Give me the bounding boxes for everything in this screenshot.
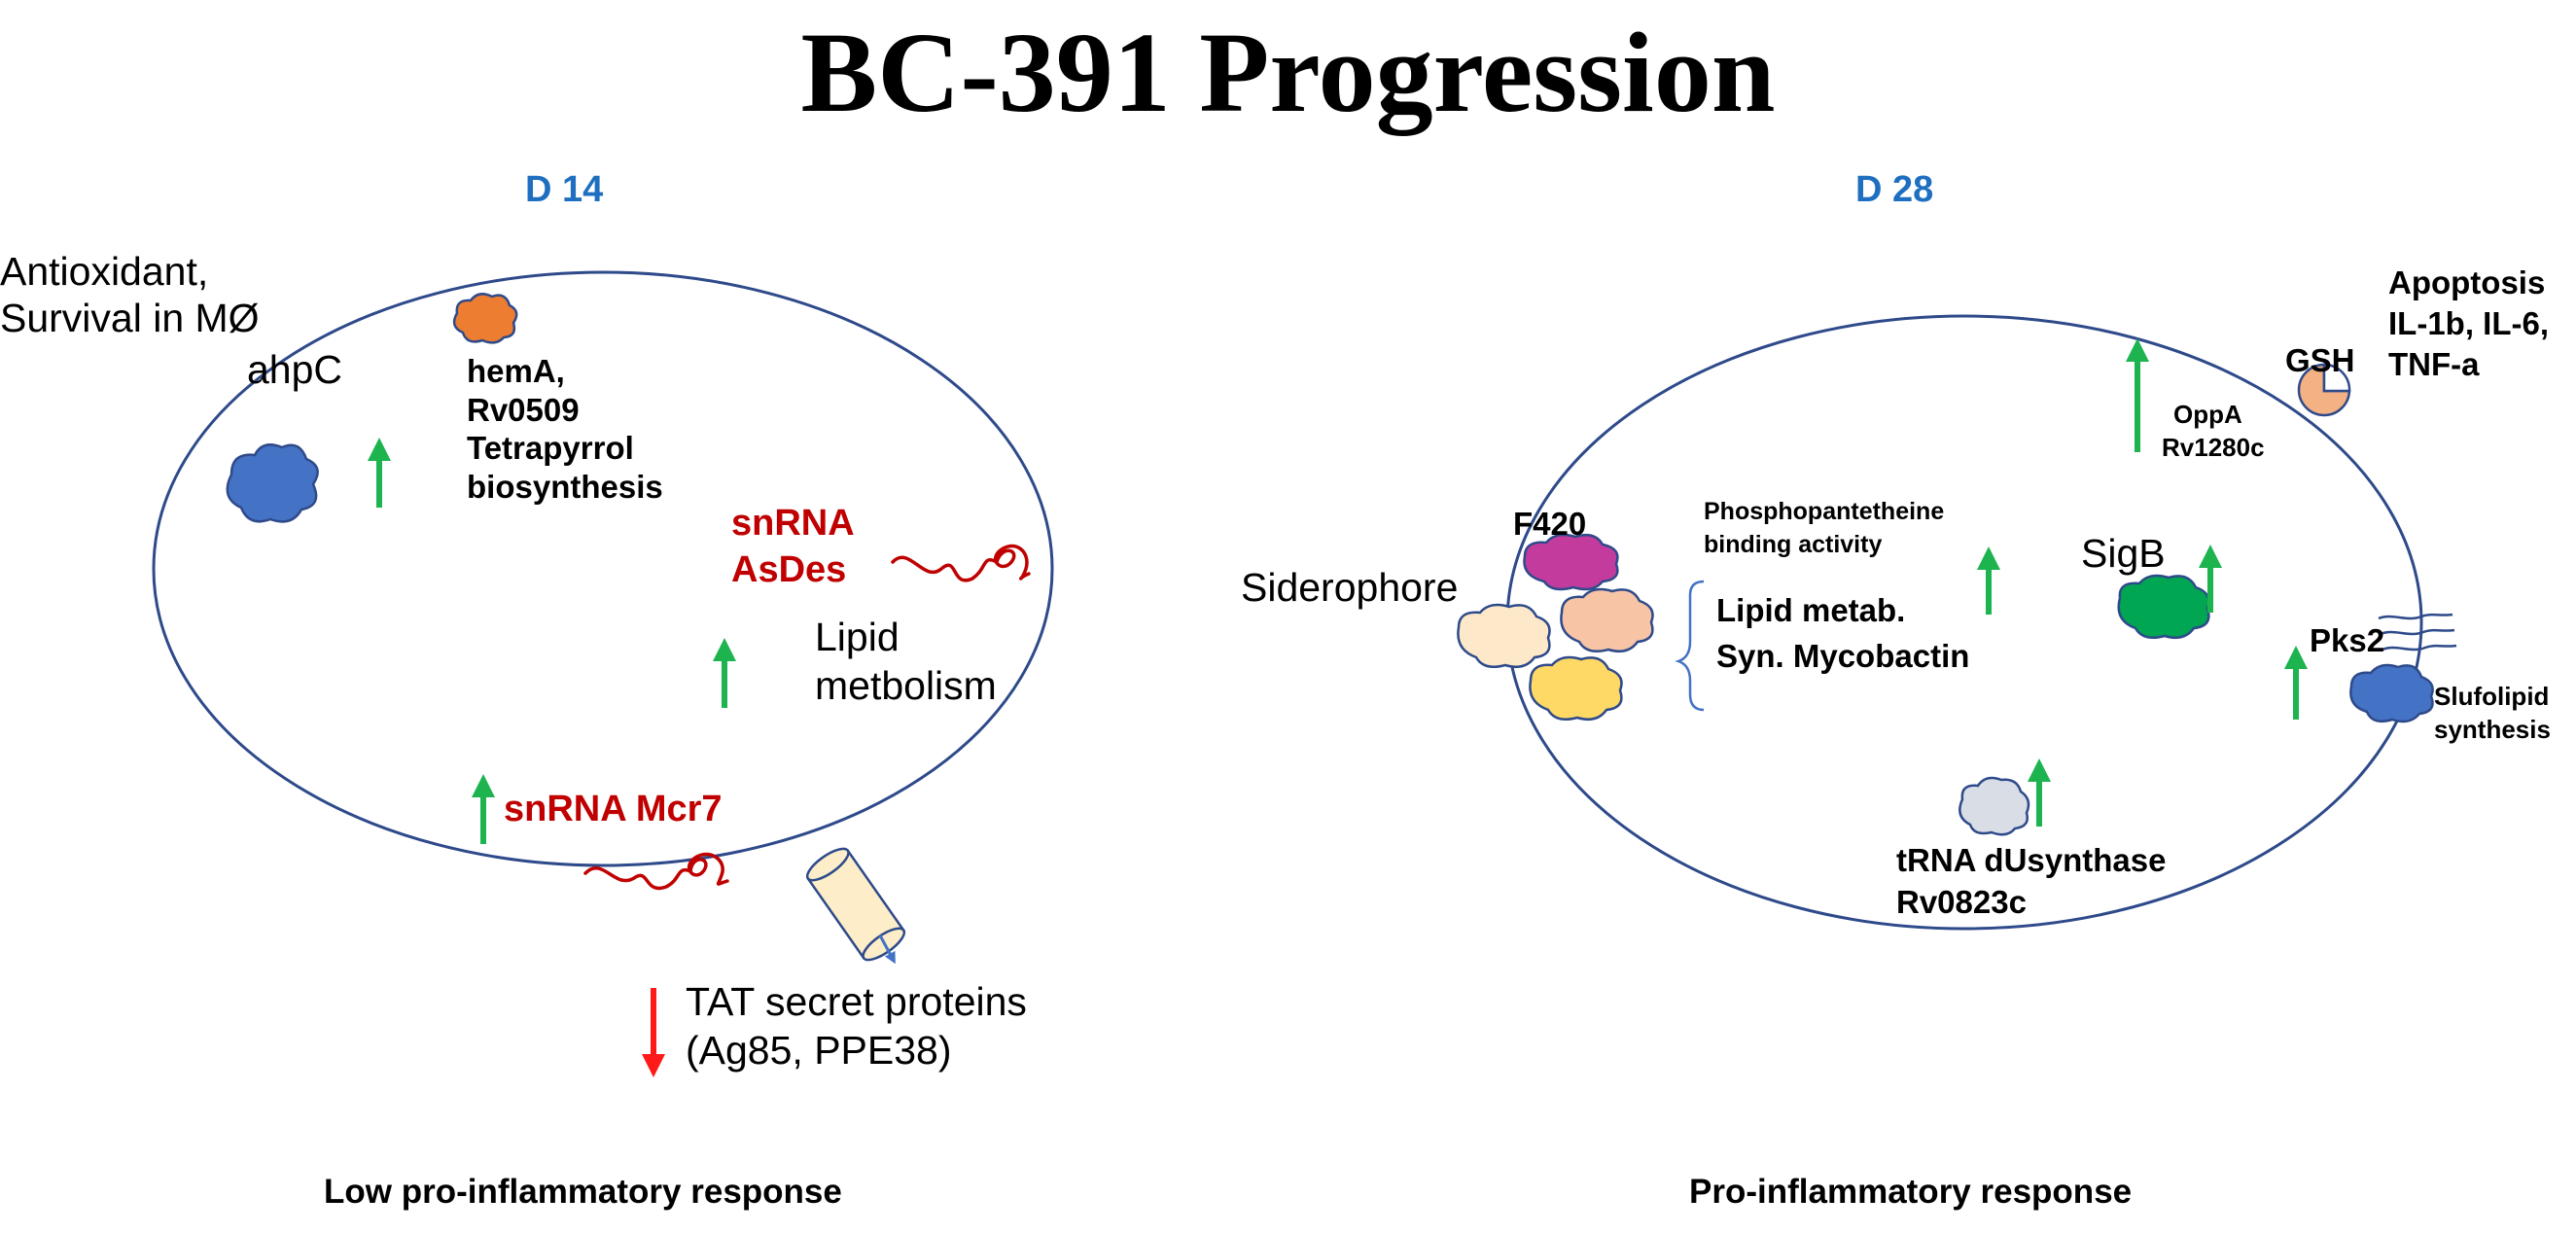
right-day-label: D 28 (1855, 169, 1934, 210)
ahpc-protein-blob (226, 443, 319, 523)
page-title: BC-391 Progression (800, 9, 1776, 136)
snrna-mcr7-label: snRNA Mcr7 (504, 789, 723, 829)
left-cell-outline (152, 270, 1054, 867)
ahpc-up-arrow (368, 438, 391, 508)
snrna-asdes-squiggle (891, 544, 1031, 582)
siderophore-blob-peach (1560, 587, 1654, 652)
tat-channel (805, 847, 906, 962)
lipid-metab-up-arrow (1977, 546, 2000, 615)
left-day-label: D 14 (525, 169, 604, 210)
lipid-metabolism-label: Lipid metbolism (815, 615, 997, 709)
gsh-label: GSH (2285, 342, 2355, 378)
left-response-label: Low pro-inflammatory response (324, 1173, 842, 1211)
siderophore-label: Siderophore (1241, 565, 1459, 610)
hema-label: hemA, Rv0509 Tetrapyrrol biosynthesis (467, 353, 663, 505)
lipid-metab-label: Lipid metab. Syn. Mycobactin (1716, 592, 1970, 674)
mcr7-up-arrow (472, 774, 495, 844)
oppa-up-arrow (2126, 338, 2149, 452)
sigb-up-arrow (2199, 545, 2222, 613)
trna-synthase-label: tRNA dUsynthase Rv0823c (1896, 842, 2167, 920)
slufolipid-label: Slufolipid synthesis (2434, 682, 2551, 744)
sigb-label: SigB (2081, 531, 2166, 576)
trna-synthase-blob (1958, 776, 2030, 836)
trna-up-arrow (2028, 758, 2051, 827)
lipid-bracket (1675, 580, 1705, 712)
gsh-blob (2297, 363, 2351, 417)
pks2-blob (2349, 663, 2434, 723)
slufolipid-lines (2378, 613, 2457, 652)
siderophore-blob-yellow (1529, 655, 1623, 721)
tat-down-arrow (642, 988, 665, 1077)
sigb-blob (2117, 574, 2210, 639)
tat-export-arrow (878, 934, 896, 965)
snrna-asdes-label: snRNA AsDes (731, 503, 855, 590)
f420-blob (1523, 533, 1619, 591)
snrna-mcr7-squiggle (583, 852, 729, 891)
antioxidant-label: Antioxidant, Survival in MØ (0, 249, 260, 341)
tat-proteins-label: TAT secret proteins (Ag85, PPE38) (686, 979, 1027, 1074)
ahpc-label: ahpC (247, 347, 343, 392)
pks2-up-arrow (2284, 646, 2308, 720)
lipid-up-arrow (713, 638, 736, 708)
hema-protein-blob (452, 293, 518, 344)
f420-label: F420 (1513, 506, 1587, 542)
siderophore-blob-cream (1457, 603, 1551, 668)
oppa-label: OppA Rv1280c (2162, 400, 2265, 462)
phosphopantetheine-label: Phosphopantetheine binding activity (1704, 498, 1945, 558)
apoptosis-label: Apoptosis IL-1b, IL-6, TNF-a (2388, 264, 2549, 383)
pks2-label: Pks2 (2310, 622, 2385, 658)
right-response-label: Pro-inflammatory response (1689, 1173, 2133, 1211)
